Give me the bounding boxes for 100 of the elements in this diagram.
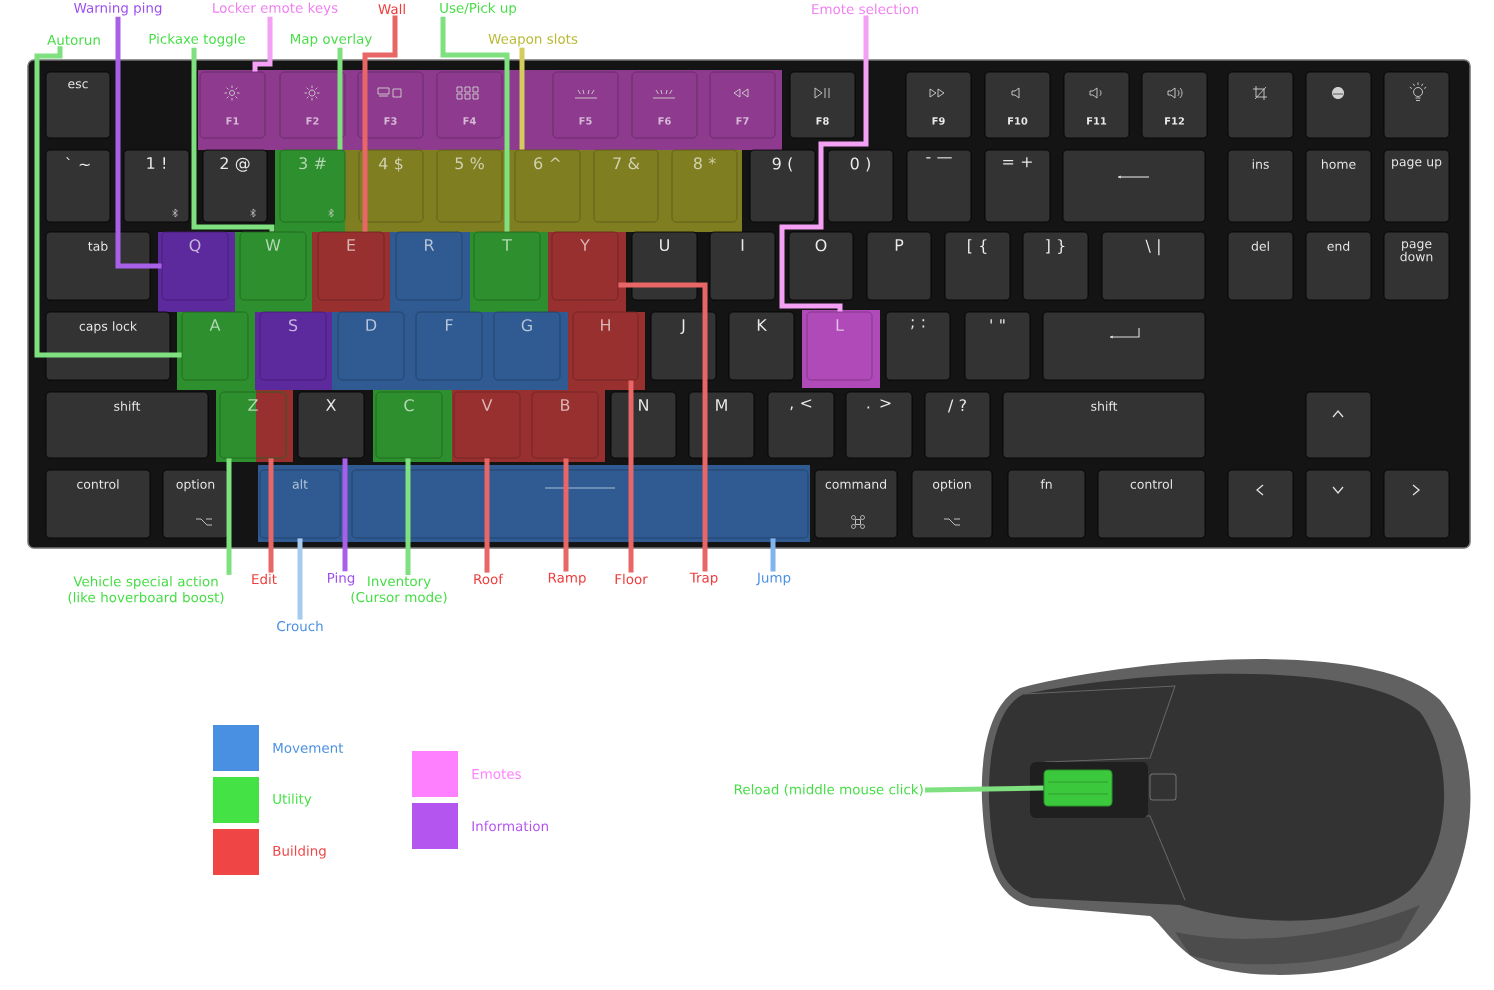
legend-label: Emotes	[472, 769, 521, 779]
keyboard-key: 3 #	[279, 149, 346, 223]
keyboard-key: F3	[357, 71, 424, 139]
keyboard-key: 5 %	[436, 149, 503, 223]
keyboard-key: shift	[1002, 391, 1206, 459]
leader-line	[252, 16, 273, 72]
keyboard-key: I	[709, 231, 776, 301]
keyboard-key: P	[866, 231, 932, 301]
keyboard-key: M	[688, 391, 755, 459]
keyboard-key: 0 )	[827, 149, 894, 223]
keyboard-key: F5	[552, 71, 619, 139]
callout-label: Ramp	[548, 572, 586, 586]
keyboard-key: F2	[279, 71, 346, 139]
callout-label: Weapon slots	[488, 33, 578, 47]
keyboard-key: control	[45, 469, 151, 539]
keyboard-key: ] }	[1022, 231, 1089, 301]
leader-line	[484, 458, 490, 573]
leader-line	[924, 785, 1044, 793]
keyboard-key: U	[631, 231, 698, 301]
keyboard-key: = +	[984, 149, 1051, 223]
callout-label: Crouch	[277, 620, 323, 632]
callout-label: Trap	[689, 572, 718, 586]
legend-label: Information	[472, 820, 548, 832]
keyboard-key	[351, 469, 809, 539]
scroll-wheel	[1043, 769, 1113, 807]
keyboard-key: 8 *	[671, 149, 738, 223]
keyboard-key: . >	[845, 391, 913, 459]
leader-line	[342, 458, 348, 572]
keyboard-key: ` ~	[45, 149, 111, 223]
keyboard-key: T	[473, 231, 541, 301]
keyboard-key: esc	[45, 71, 111, 139]
keyboard-key: L	[806, 311, 873, 381]
keyboard-key: / ?	[924, 391, 991, 459]
keyboard-key: 4 $	[358, 149, 424, 223]
leader-line	[440, 16, 510, 232]
keyboard-key	[1227, 71, 1294, 139]
keyboard-key: F1	[199, 71, 266, 139]
leader-line	[770, 538, 776, 572]
keyboard-key: alt	[259, 469, 341, 539]
keyboard-key: shift	[45, 391, 209, 459]
keyboard-key: K	[728, 311, 795, 381]
keyboard-key: [ {	[944, 231, 1011, 301]
keyboard-key: F	[415, 311, 483, 381]
keyboard-key: O	[788, 231, 854, 301]
callout-label: Vehicle special action (like hoverboard boost)	[68, 576, 224, 604]
keyboard-key	[1383, 71, 1450, 139]
keyboard-key: option	[162, 469, 229, 539]
keyboard-key: A	[181, 311, 249, 381]
keyboard-key	[1305, 469, 1372, 539]
keyboard-key	[1042, 311, 1206, 381]
keyboard-key	[1383, 469, 1450, 539]
leader-line	[297, 538, 303, 620]
keyboard-key: S	[259, 311, 327, 381]
leader-line	[362, 15, 398, 232]
legend-label: Movement	[273, 743, 344, 753]
keyboard-key: del	[1227, 231, 1294, 301]
leader-line	[226, 458, 232, 575]
keyboard-key	[1305, 71, 1372, 139]
keyboard-key	[1305, 391, 1372, 459]
callout-label: Jump	[756, 572, 791, 586]
callout-label: Emote selection	[812, 3, 918, 15]
keyboard-key: , <	[767, 391, 835, 459]
keyboard-key: D	[337, 311, 405, 381]
keyboard-key: tab	[45, 231, 151, 301]
keyboard-key: F11	[1063, 71, 1130, 139]
keyboard-key: N	[610, 391, 677, 459]
leader-line	[618, 282, 708, 572]
keyboard-key: V	[453, 391, 521, 459]
callout-label: Use/Pick up	[440, 2, 517, 16]
callout-label: Locker emote keys	[213, 2, 338, 16]
keyboard-key: H	[572, 311, 639, 381]
callout-label: Reload (middle mouse click)	[734, 784, 923, 796]
keyboard-key: - —	[906, 149, 972, 223]
keyboard-key: F9	[905, 71, 972, 139]
keyboard-key: option	[911, 469, 993, 539]
callout-label: Pickaxe toggle	[149, 33, 245, 47]
leader-line	[628, 380, 634, 573]
keyboard-key: ; :	[885, 311, 951, 381]
leader-line	[563, 458, 569, 572]
callout-label: Warning ping	[74, 2, 162, 16]
callout-label: Ping	[328, 572, 355, 586]
keyboard-key: F10	[984, 71, 1051, 139]
keyboard-key: caps lock	[45, 311, 171, 381]
keyboard-key: home	[1305, 149, 1372, 223]
leader-line	[115, 16, 162, 269]
keyboard-key: G	[493, 311, 561, 381]
keyboard-key: fn	[1007, 469, 1086, 539]
leader-line	[519, 47, 525, 150]
callout-label: Autorun	[47, 35, 100, 45]
keyboard-key: Y	[551, 231, 619, 301]
keyboard-key: F12	[1141, 71, 1208, 139]
keyboard-key: C	[375, 391, 443, 459]
keyboard-key: ins	[1227, 149, 1294, 223]
legend-label: Building	[273, 845, 326, 859]
callout-label: Edit	[252, 573, 277, 585]
callout-label: Roof	[474, 573, 504, 585]
legend-label: Utility	[273, 793, 312, 807]
keyboard-key: B	[531, 391, 599, 459]
keyboard-key: \ |	[1101, 231, 1206, 301]
keyboard-key: F7	[709, 71, 776, 139]
